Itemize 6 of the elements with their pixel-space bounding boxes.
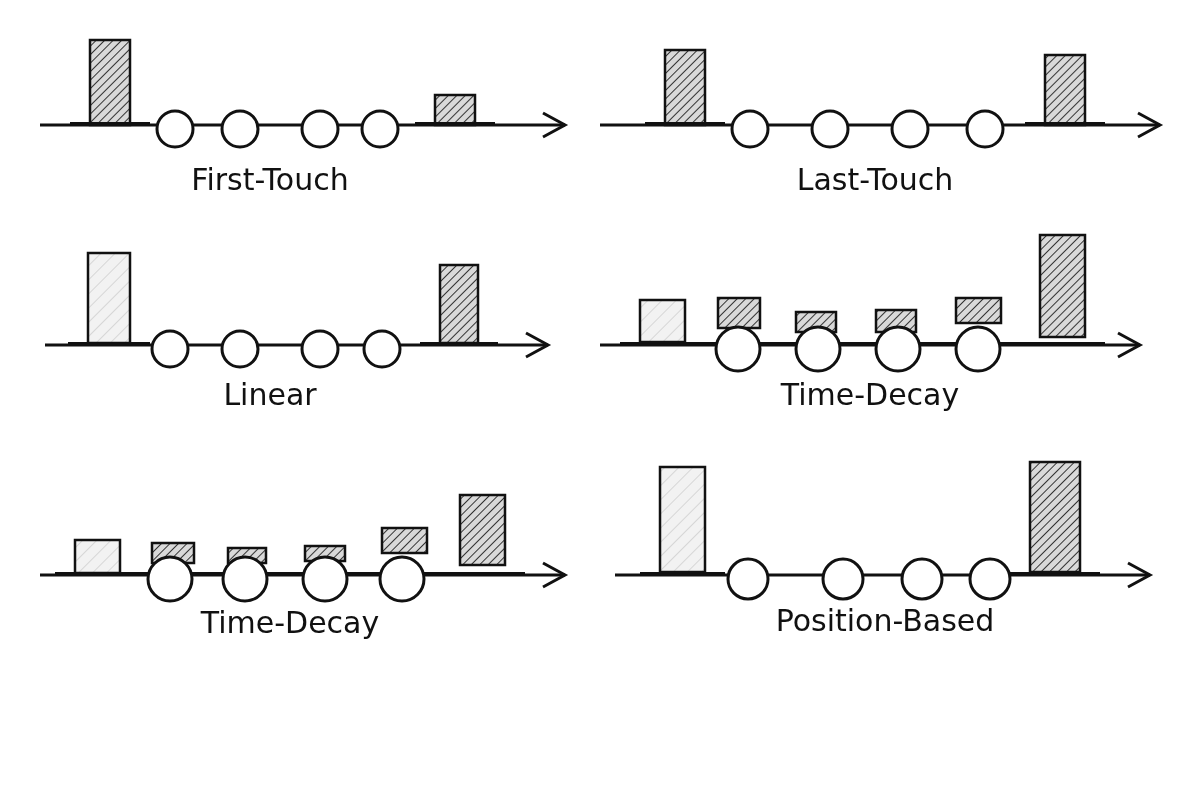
model-label: Linear <box>223 377 317 412</box>
model-label: Position-Based <box>775 603 995 638</box>
model-label: First-Touch <box>191 162 349 197</box>
model-label: Time-Decay <box>780 377 960 412</box>
model-label: Time-Decay <box>200 605 380 640</box>
model-label: Last-Touch <box>796 162 954 197</box>
